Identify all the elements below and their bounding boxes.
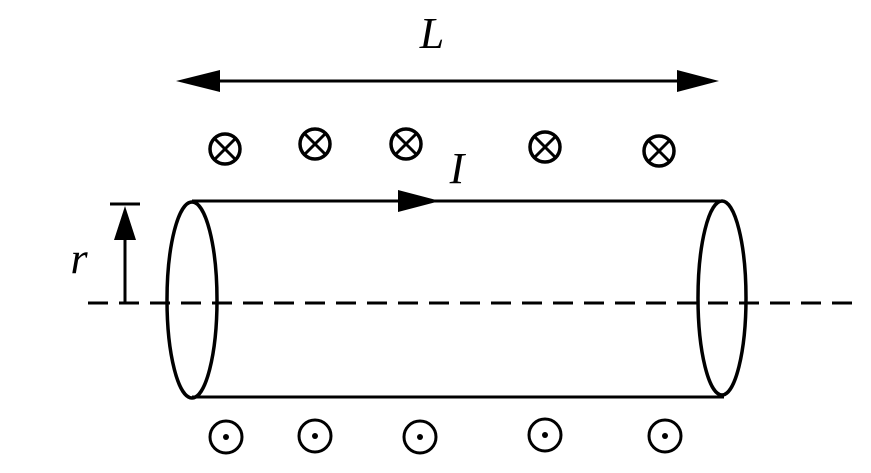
circle-cross-icon — [642, 134, 676, 168]
cylinder-right-end — [696, 199, 748, 397]
current-indicator: I — [398, 144, 467, 212]
radius-label: r — [70, 234, 88, 283]
radius-arrow-head — [114, 206, 136, 240]
length-arrow-right-head — [677, 70, 719, 92]
circle-dot-icon — [402, 419, 438, 455]
length-arrow-left-head — [176, 70, 220, 92]
length-label: L — [419, 9, 444, 58]
circle-dot-icon — [647, 418, 683, 454]
circle-dot-icon — [527, 417, 563, 453]
circle-cross-icon — [528, 130, 562, 164]
field-into-page-row — [208, 127, 676, 168]
cylinder-left-end — [165, 200, 219, 400]
current-label: I — [449, 144, 467, 193]
current-arrow-head — [398, 190, 440, 212]
circle-cross-icon — [298, 127, 332, 161]
radius-indicator: r — [70, 202, 140, 303]
circle-cross-icon — [208, 132, 242, 166]
field-out-of-page-row — [208, 417, 683, 455]
cylinder — [165, 199, 748, 400]
circle-dot-icon — [208, 419, 244, 455]
circle-cross-icon — [389, 127, 423, 161]
circle-dot-icon — [297, 418, 333, 454]
length-dimension: L — [176, 9, 719, 92]
